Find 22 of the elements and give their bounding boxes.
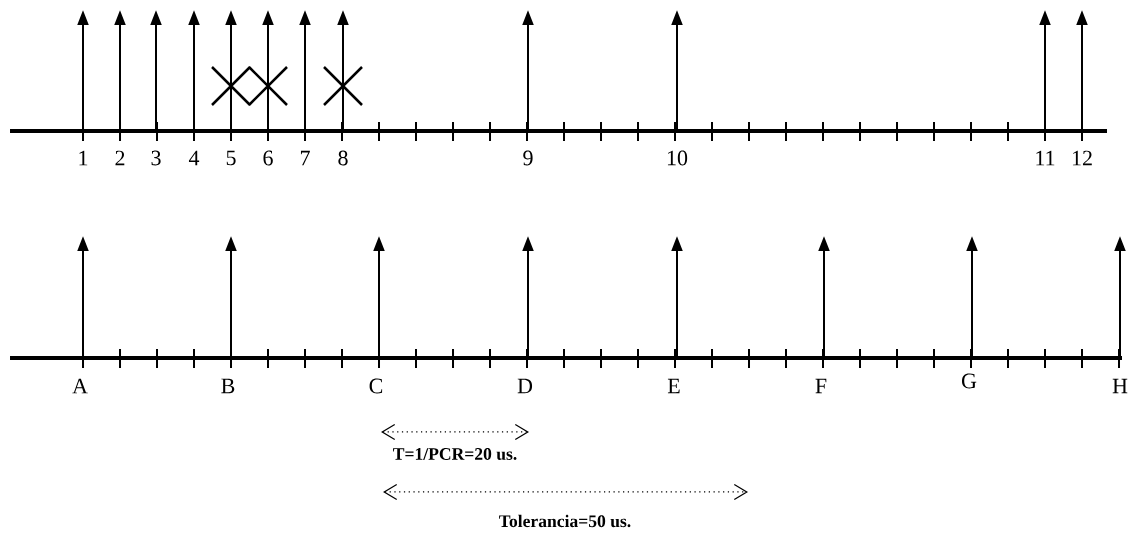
tick-label: 7 <box>301 150 310 166</box>
tick-label: 1 <box>79 150 88 166</box>
tick-label: G <box>962 373 977 389</box>
tick-label: 3 <box>151 150 161 166</box>
tick-label: F <box>815 378 827 394</box>
tick-label: 9 <box>523 150 533 166</box>
tick-label: 2 <box>115 150 125 166</box>
tick-label: B <box>221 378 235 394</box>
tick-label: 5 <box>226 150 236 166</box>
tick-label: 6 <box>263 150 273 166</box>
dimension-label: T=1/PCR=20 us. <box>393 448 517 460</box>
tick-label: 11 <box>1036 150 1055 166</box>
tick-label: D <box>517 378 533 394</box>
tick-label: H <box>1112 378 1128 394</box>
tick-label: 10 <box>667 150 688 166</box>
tick-label: 8 <box>338 150 348 166</box>
tick-label: 4 <box>188 150 200 166</box>
tick-label: E <box>667 378 680 394</box>
dimension-label: Tolerancia=50 us. <box>499 514 631 528</box>
tick-label: C <box>369 378 383 394</box>
tick-label: 12 <box>1072 150 1092 166</box>
tick-label: A <box>72 378 88 394</box>
